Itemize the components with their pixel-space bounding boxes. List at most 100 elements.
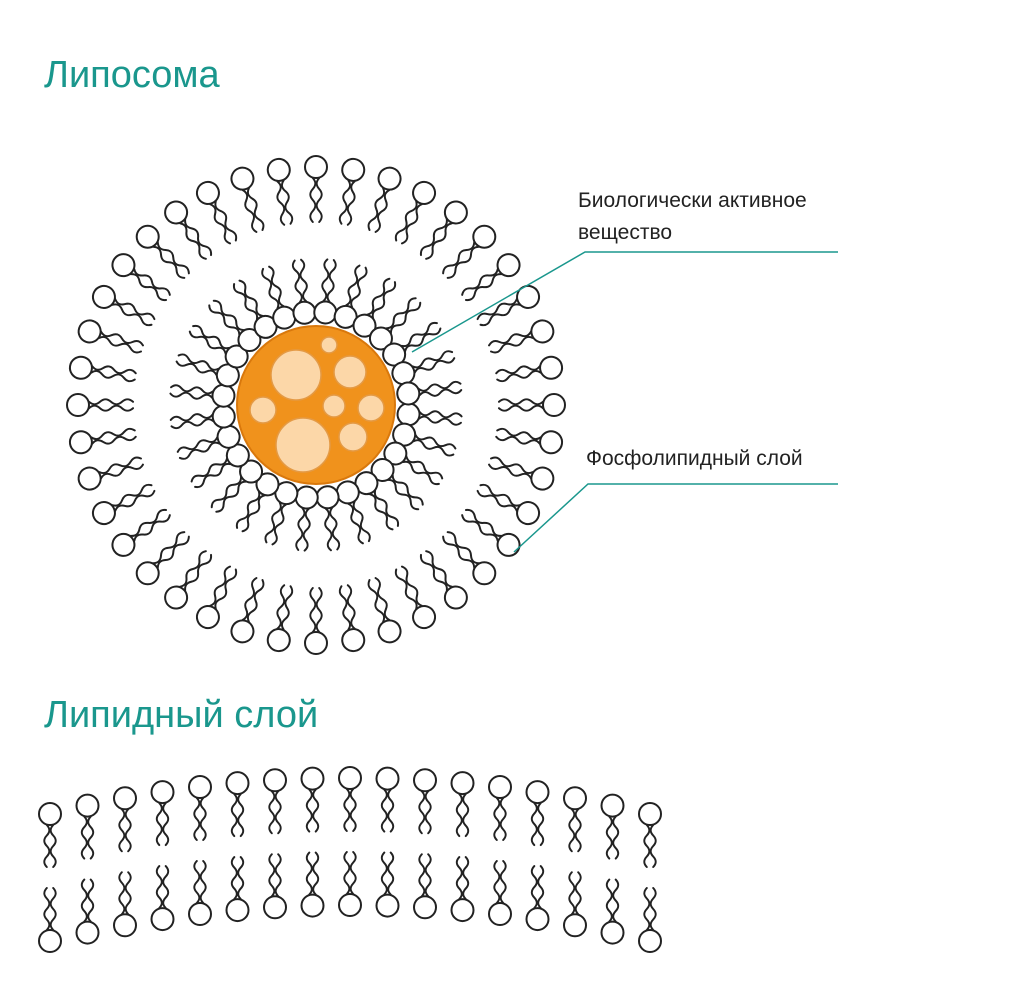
lipid-tail bbox=[152, 531, 186, 565]
inner-lipid-molecule bbox=[313, 258, 338, 325]
lipid-head bbox=[530, 319, 555, 344]
lipid-tail bbox=[446, 245, 480, 279]
lipid-head bbox=[600, 920, 625, 945]
outer-lipid-molecule bbox=[111, 508, 171, 557]
lipid-tail bbox=[302, 507, 311, 552]
outer-lipid-molecule bbox=[111, 253, 171, 302]
lipid-tail bbox=[178, 550, 207, 588]
bilayer-top-lipid bbox=[413, 768, 437, 835]
lipid-tail bbox=[488, 463, 532, 480]
outer-lipid-molecule bbox=[66, 393, 134, 417]
lipid-tail bbox=[391, 474, 424, 506]
outer-lipid-molecule bbox=[91, 284, 156, 327]
lipid-head bbox=[113, 786, 137, 811]
lipid-tail bbox=[276, 584, 286, 630]
bilayer-bottom-lipid bbox=[600, 878, 625, 945]
bilayer-top-lipid bbox=[638, 802, 662, 868]
lipid-tail bbox=[100, 330, 144, 347]
lipid-tail bbox=[350, 266, 368, 309]
lipid-tail bbox=[238, 279, 264, 317]
lipid-tail bbox=[400, 321, 438, 348]
lipid-tail bbox=[184, 218, 213, 257]
lipid-tail bbox=[152, 245, 186, 279]
outer-lipid-molecule bbox=[488, 456, 555, 491]
lipid-head bbox=[113, 913, 137, 938]
lipid-tail bbox=[530, 865, 538, 910]
lipid-head bbox=[68, 355, 93, 380]
outer-lipid-molecule bbox=[461, 253, 521, 302]
lipid-head bbox=[450, 898, 475, 923]
lipid-tail bbox=[87, 878, 95, 923]
lipid-head bbox=[377, 619, 402, 644]
lipid-tail bbox=[88, 398, 134, 406]
lipid-tail bbox=[499, 860, 507, 904]
lipid-head bbox=[188, 775, 212, 799]
lipid-tail bbox=[190, 457, 228, 483]
lipid-tail bbox=[389, 301, 422, 334]
lipid-head bbox=[341, 157, 366, 182]
lipid-tail bbox=[129, 508, 168, 537]
outer-lipid-molecule bbox=[495, 427, 564, 455]
lipid-tail bbox=[49, 887, 57, 931]
lipid-tail bbox=[118, 808, 126, 853]
lipid-tail bbox=[299, 258, 308, 303]
lipid-tail bbox=[88, 404, 134, 412]
lipid-head bbox=[91, 501, 116, 526]
lipid-tail bbox=[643, 824, 651, 868]
lipid-head bbox=[263, 768, 287, 793]
lipid-tail bbox=[371, 281, 397, 319]
lipid-tail bbox=[367, 187, 386, 231]
lipid-tail bbox=[496, 427, 542, 441]
lipid-head bbox=[68, 430, 93, 455]
lipid-head bbox=[164, 585, 189, 610]
lipid-tail bbox=[366, 277, 391, 316]
lipid-tail bbox=[43, 824, 51, 868]
bilayer-top-lipid bbox=[338, 766, 362, 832]
lipid-tail bbox=[80, 878, 88, 923]
lipid-tail bbox=[280, 179, 294, 225]
inner-lipid-molecule bbox=[169, 383, 236, 408]
lipid-head bbox=[530, 466, 555, 491]
lipid-tail bbox=[345, 264, 361, 307]
lipid-head bbox=[263, 895, 287, 920]
lipid-head bbox=[77, 466, 102, 491]
lipid-head bbox=[266, 157, 291, 182]
bilayer-top-lipid bbox=[300, 766, 325, 833]
lipid-head bbox=[91, 284, 116, 309]
lipid-tail bbox=[380, 851, 388, 896]
lipid-head bbox=[135, 224, 160, 249]
outer-lipid-molecule bbox=[461, 508, 521, 557]
lipid-tail bbox=[347, 502, 364, 545]
outer-lipid-molecule bbox=[77, 456, 144, 491]
inner-lipid-molecule bbox=[264, 481, 299, 546]
outer-lipid-molecule bbox=[164, 550, 213, 610]
lipid-tail bbox=[230, 793, 238, 838]
outer-lipid-molecule bbox=[195, 565, 238, 630]
lipid-tail bbox=[464, 273, 503, 302]
lipid-tail bbox=[455, 856, 463, 901]
lipid-tail bbox=[405, 455, 444, 480]
lipid-tail bbox=[178, 222, 207, 260]
active-substance-label-line2: вещество bbox=[578, 221, 673, 244]
bilayer-bottom-lipid bbox=[375, 851, 400, 918]
bilayer-bottom-lipid bbox=[450, 856, 475, 923]
bilayer-top-lipid bbox=[600, 793, 625, 860]
lipid-tail bbox=[387, 788, 395, 833]
lipid-tail bbox=[188, 330, 227, 355]
lipid-head bbox=[292, 300, 317, 325]
outer-lipid-molecule bbox=[68, 427, 137, 455]
lipid-tail bbox=[321, 258, 330, 303]
lipid-tail bbox=[124, 808, 132, 853]
lipid-head bbox=[472, 561, 497, 586]
lipid-head bbox=[542, 393, 566, 417]
lipid-tail bbox=[400, 203, 423, 245]
outer-lipid-molecule bbox=[367, 166, 402, 233]
lipid-head bbox=[150, 780, 175, 805]
outer-lipid-molecule bbox=[266, 157, 294, 226]
bilayer-bottom-lipid bbox=[413, 853, 437, 920]
inner-lipid-molecule bbox=[382, 321, 442, 367]
outer-lipid-molecule bbox=[91, 483, 156, 526]
lipid-head bbox=[525, 780, 550, 805]
lipid-head bbox=[300, 766, 325, 791]
lipid-tail bbox=[495, 365, 541, 375]
